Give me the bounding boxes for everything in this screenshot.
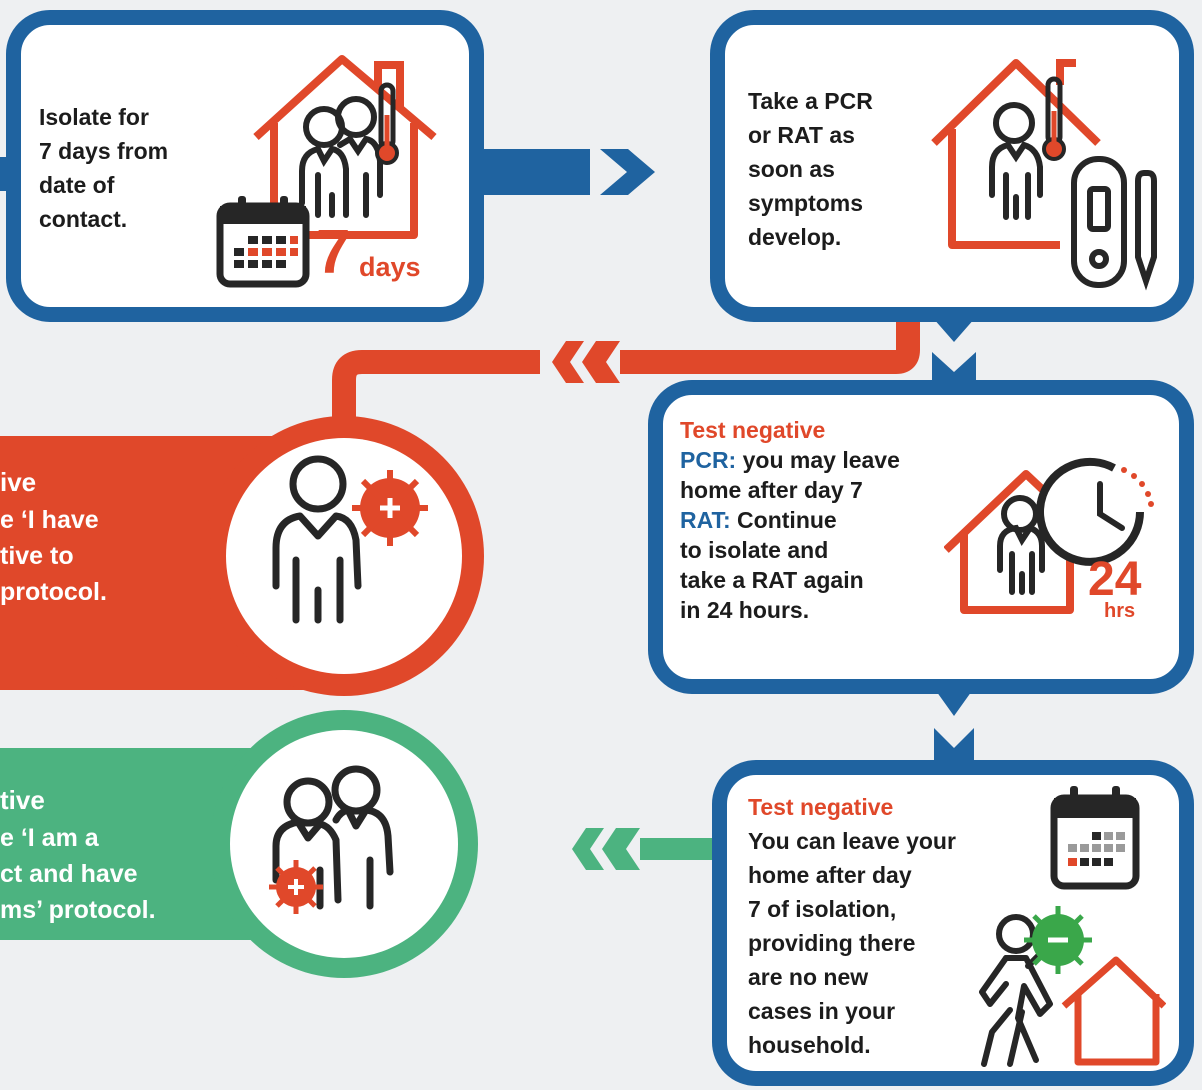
connector-green-arrow-2	[572, 828, 604, 870]
negative-heading: Test negative	[680, 417, 826, 443]
connector-down-arrow-4	[934, 728, 974, 768]
thermometer-icon	[1042, 76, 1066, 161]
calendar-icon	[1050, 786, 1140, 890]
test-kit-icon	[1071, 156, 1157, 291]
clock-icon	[1036, 457, 1154, 566]
house-clock-icon	[944, 457, 1154, 614]
final-line: household.	[748, 1032, 871, 1058]
final-line: 7 of isolation,	[748, 896, 897, 922]
negative-line: e ‘I am a	[0, 824, 99, 852]
negative-heading: tive	[0, 785, 45, 815]
thermometer-icon	[375, 82, 399, 165]
person-icon	[272, 455, 362, 624]
card-isolate-line: contact.	[39, 206, 128, 232]
calendar-icon	[216, 196, 310, 288]
positive-line: tive to	[0, 542, 74, 570]
negative-line: ms’ protocol.	[0, 896, 156, 924]
hours-unit: hrs	[1104, 600, 1136, 622]
positive-panel-text: ive e ‘I have tive to protocol.	[0, 462, 107, 610]
final-line: home after day	[748, 862, 912, 888]
card-isolate-text: Isolate for 7 days from date of contact.	[39, 100, 239, 236]
card-test-line: develop.	[748, 224, 842, 250]
negative-circle	[230, 730, 458, 958]
two-people-icon	[272, 765, 394, 910]
connector-down-arrow-3	[934, 688, 974, 716]
card-test-line: Take a PCR	[748, 88, 873, 114]
hours-number: 24	[1088, 553, 1142, 606]
rat-text: Continue	[730, 507, 837, 533]
rat-line: take a RAT again	[680, 567, 864, 593]
final-heading: Test negative	[748, 794, 894, 820]
rat-line: in 24 hours.	[680, 597, 810, 623]
connector-top	[470, 149, 590, 195]
virus-negative-icon	[1024, 906, 1092, 974]
pcr-label: PCR:	[680, 447, 737, 473]
house-family-icon	[253, 55, 437, 239]
house-person-test-icon	[931, 59, 1157, 291]
pcr-line-2: home after day 7	[680, 477, 863, 503]
connector-green-arrow-1	[602, 828, 640, 870]
connector-green	[640, 838, 720, 860]
positive-line: e ‘I have	[0, 506, 99, 534]
pcr-line: PCR: you may leave	[680, 445, 980, 475]
days-unit: days	[359, 252, 421, 282]
card-test-line: or RAT as	[748, 122, 855, 148]
final-line: are no new	[748, 964, 869, 990]
final-line: providing there	[748, 930, 916, 956]
connector-top-arrow	[600, 149, 655, 195]
card-isolate-line: 7 days from	[39, 138, 169, 164]
card-isolate-line: date of	[39, 172, 115, 198]
final-line: You can leave your	[748, 828, 956, 854]
card-test-text: Take a PCR or RAT as soon as symptoms de…	[748, 84, 938, 254]
final-line: cases in your	[748, 998, 896, 1024]
connector-down-arrow-1	[933, 318, 975, 342]
connector-red-arrow-2	[552, 341, 584, 383]
card-test-line: soon as	[748, 156, 835, 182]
card-test-line: symptoms	[748, 190, 864, 216]
days-number: 7	[316, 218, 351, 287]
rat-line: to isolate and	[680, 537, 829, 563]
negative-line: ct and have	[0, 860, 138, 888]
rat-line: RAT: Continue	[680, 505, 980, 535]
card-isolate-line: Isolate for	[39, 104, 149, 130]
positive-line: protocol.	[0, 578, 107, 606]
rat-label: RAT:	[680, 507, 731, 533]
positive-heading: ive	[0, 467, 37, 497]
pcr-text: you may leave	[736, 447, 900, 473]
virus-positive-icon	[352, 470, 428, 546]
walking-person-icon	[979, 906, 1166, 1067]
connector-red-arrow-1	[582, 341, 620, 383]
connector-red	[332, 320, 920, 420]
card-negative-final-text: Test negative You can leave your home af…	[748, 790, 1048, 1062]
negative-panel-text: tive e ‘I am a ct and have ms’ protocol.	[0, 780, 156, 928]
virus-small-icon	[269, 860, 323, 914]
card-negative-24-text: Test negative PCR: you may leave home af…	[680, 415, 980, 625]
